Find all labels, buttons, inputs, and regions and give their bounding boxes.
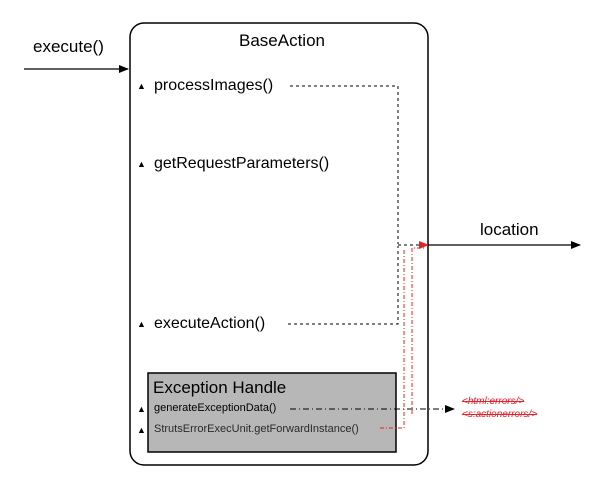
protected-marker-icon: ▲ — [137, 81, 146, 91]
process-images-connector — [290, 85, 399, 244]
html-errors-tag: <html:errors/> — [462, 396, 525, 407]
s-actionerrors-tag: <s:actionerrors/> — [462, 409, 538, 420]
protected-marker-icon: ▲ — [137, 159, 146, 169]
location-label: location — [480, 220, 539, 239]
method-get-request-parameters: getRequestParameters() — [154, 155, 330, 172]
exception-handle-title: Exception Handle — [153, 378, 287, 397]
method-get-forward-instance: StrutsErrorExecUnit.getForwardInstance() — [154, 423, 359, 435]
forward-instance-connector — [380, 248, 405, 429]
protected-marker-icon: ▲ — [137, 425, 146, 435]
exception-handle-box — [147, 372, 397, 453]
method-process-images: processImages() — [154, 77, 274, 94]
forward-instance-connector-outer — [411, 247, 424, 414]
execute-action-connector — [288, 246, 399, 325]
base-action-title: BaseAction — [239, 31, 325, 50]
protected-marker-icon: ▲ — [137, 404, 146, 414]
method-generate-exception-data: generateExceptionData() — [154, 402, 277, 414]
execute-label: execute() — [33, 37, 104, 56]
protected-marker-icon: ▲ — [137, 319, 146, 329]
method-execute-action: executeAction() — [154, 315, 266, 332]
